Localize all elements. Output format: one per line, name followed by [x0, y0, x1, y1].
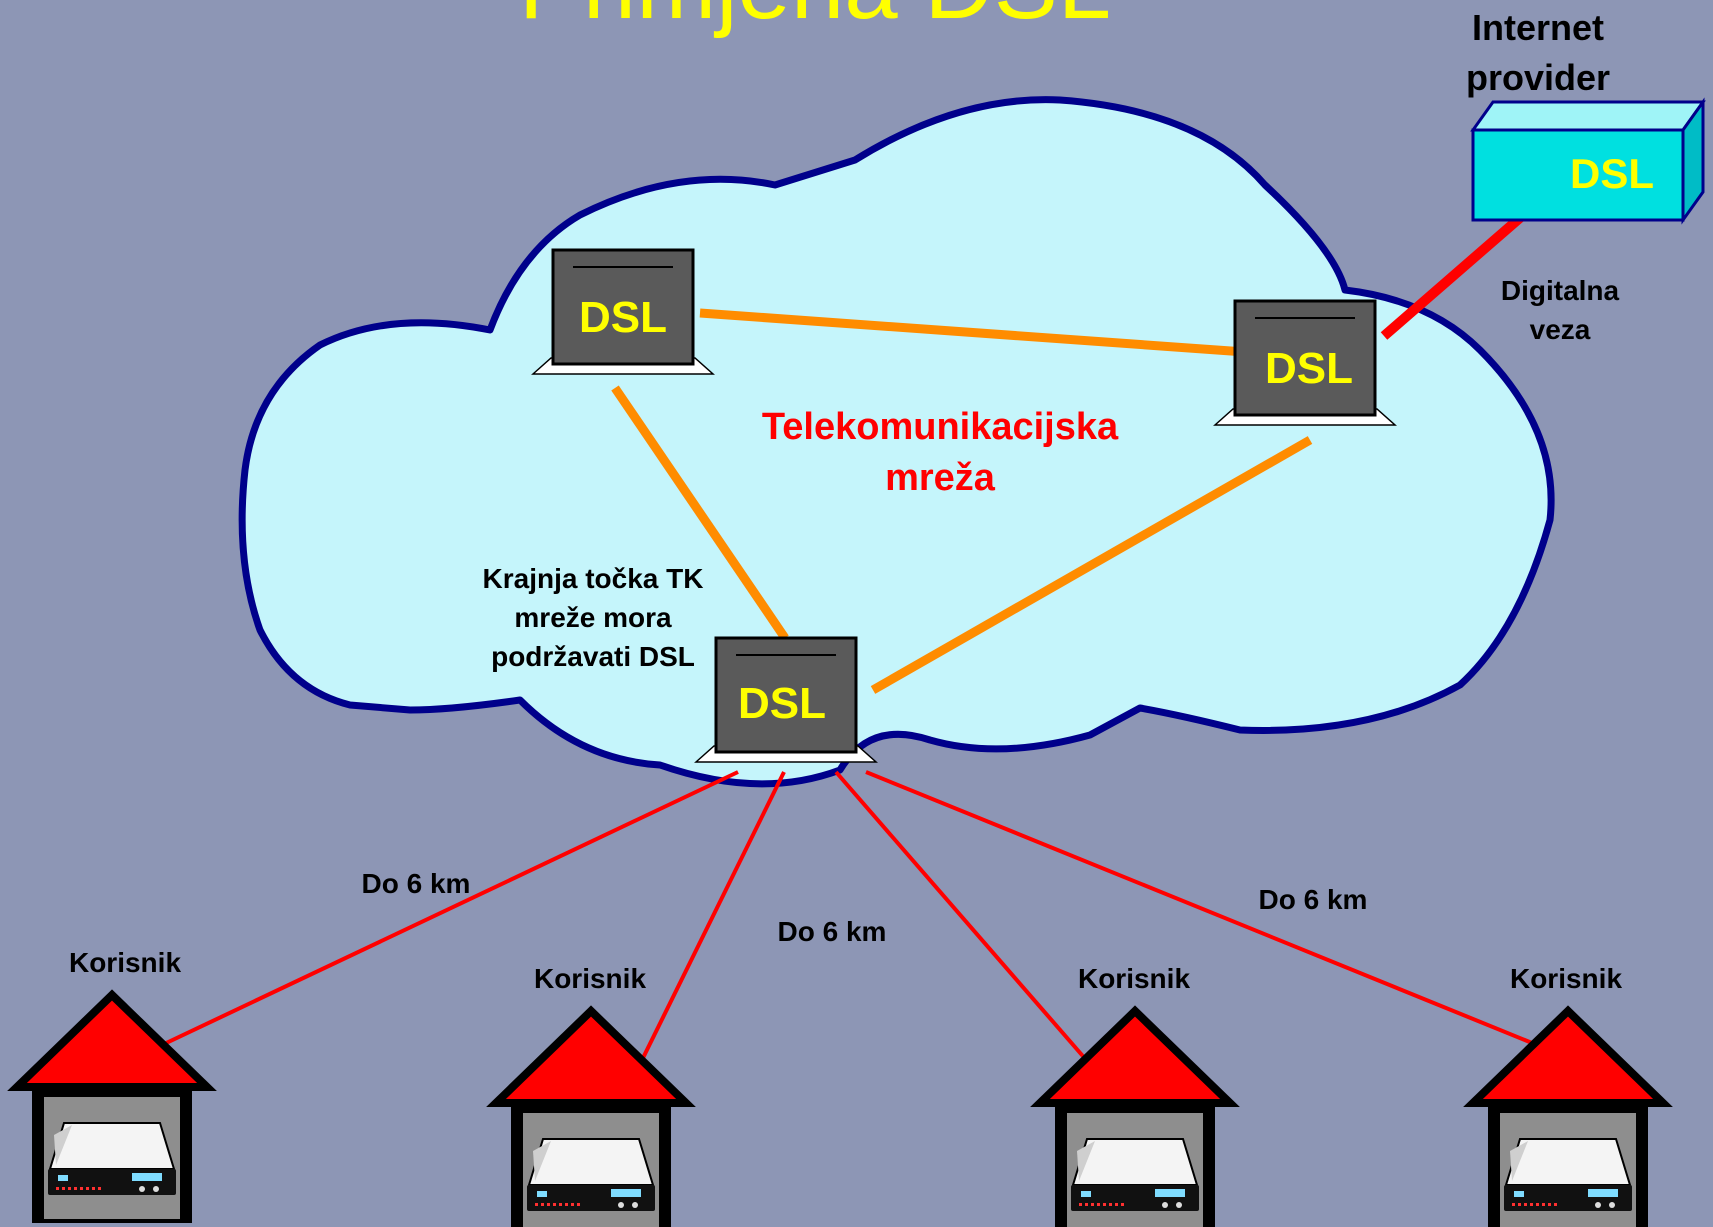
user-house-2 — [496, 1011, 686, 1227]
user-house-1 — [17, 995, 207, 1223]
dsl-node-bottom: DSL — [694, 636, 878, 764]
user-label-2: Korisnik — [534, 963, 646, 994]
subscriber-links — [161, 770, 1538, 1064]
network-label-line2: mreža — [885, 457, 996, 499]
slide-title: Primjena DSL — [519, 0, 1111, 39]
user-label-4: Korisnik — [1510, 963, 1622, 994]
dsl-node-bottom-label: DSL — [738, 679, 826, 728]
subscriber-link-3 — [834, 770, 1090, 1064]
distance-label-left: Do 6 km — [362, 868, 471, 899]
backbone-link-right — [870, 436, 1313, 694]
dsl-node-right-label: DSL — [1265, 344, 1353, 393]
dsl-node-right: DSL — [1213, 299, 1397, 427]
user-house-3 — [1040, 1011, 1230, 1227]
dsl-node-top-left-label: DSL — [579, 293, 667, 342]
user-house-4 — [1473, 1011, 1663, 1227]
backbone-link-left — [611, 385, 789, 641]
user-label-1: Korisnik — [69, 947, 181, 978]
distance-label-center: Do 6 km — [778, 916, 887, 947]
dsl-node-top-left: DSL — [531, 248, 715, 376]
provider-label-line1: Internet — [1472, 7, 1604, 48]
digital-link-label-line2: veza — [1530, 314, 1591, 345]
endpoint-note-line3: podržavati DSL — [491, 641, 695, 672]
provider-label-line2: provider — [1466, 57, 1610, 98]
network-label-line1: Telekomunikacijska — [762, 406, 1119, 448]
subscriber-link-4 — [865, 770, 1538, 1047]
distance-label-right: Do 6 km — [1259, 884, 1368, 915]
endpoint-note-line1: Krajnja točka TK — [483, 563, 704, 594]
endpoint-note-line2: mreže mora — [514, 602, 672, 633]
user-label-3: Korisnik — [1078, 963, 1190, 994]
digital-link-label-line1: Digitalna — [1501, 275, 1620, 306]
backbone-links — [611, 308, 1313, 694]
subscriber-link-1 — [161, 770, 739, 1047]
subscriber-link-2 — [639, 771, 786, 1063]
backbone-link-top — [699, 308, 1246, 357]
provider-dsl-label: DSL — [1570, 150, 1654, 197]
internet-provider-box: DSL — [1470, 97, 1706, 225]
